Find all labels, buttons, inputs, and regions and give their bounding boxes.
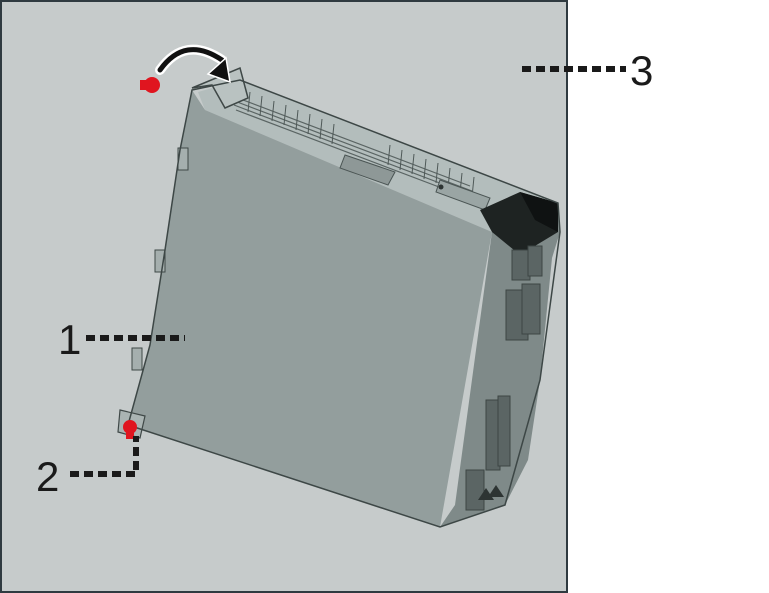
side-warning-icons (478, 485, 504, 500)
drive-front-face (128, 90, 492, 527)
drive-outline (127, 79, 561, 528)
lower-screw (123, 420, 137, 439)
curved-arrow-icon (155, 44, 231, 84)
left-clips (131, 147, 189, 371)
callout-1-number: 1 (58, 316, 81, 363)
top-hook-bracket (191, 66, 249, 109)
callout-2-number: 2 (36, 453, 59, 500)
callout-2-leader (70, 436, 139, 477)
callout-3-number: 3 (630, 47, 653, 94)
side-connectors (465, 245, 543, 511)
top-connector (339, 154, 396, 186)
top-indicator (438, 184, 444, 190)
front-connector-shade (520, 192, 558, 232)
top-vents (229, 94, 477, 202)
upper-screw (140, 77, 160, 93)
